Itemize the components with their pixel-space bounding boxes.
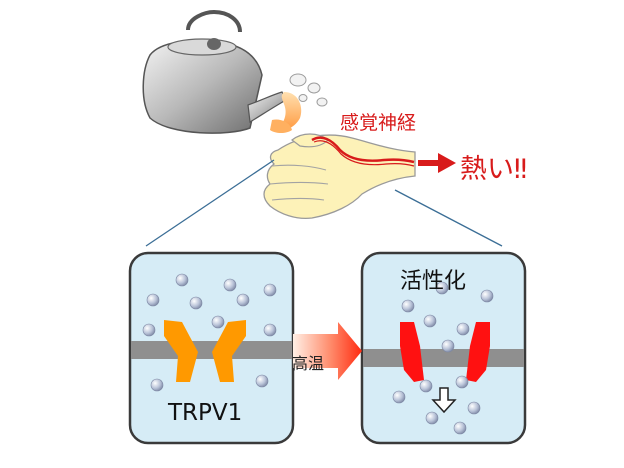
ion-particle-icon xyxy=(423,314,437,328)
ion-particle-icon xyxy=(263,323,277,337)
ion-particle-icon xyxy=(425,411,439,425)
ion-particle-icon xyxy=(236,293,250,307)
ion-particle-icon xyxy=(392,390,406,404)
ion-particle-icon xyxy=(263,283,277,297)
sensory-nerve-line xyxy=(311,136,415,164)
steam-icon xyxy=(289,73,328,107)
heat-arrow xyxy=(293,322,362,380)
ion-particle-icon xyxy=(456,322,470,336)
hot-water-icon xyxy=(270,92,302,133)
cell-panel-closed xyxy=(128,251,295,445)
hot-label: 熱い‼ xyxy=(460,154,528,185)
membrane xyxy=(363,349,524,367)
ion-particle-icon xyxy=(150,378,164,392)
ion-particle-icon xyxy=(419,379,433,393)
sensory-nerve-label: 感覚神経 xyxy=(340,112,417,134)
zoom-line-right xyxy=(394,189,503,247)
ion-particle-icon xyxy=(435,281,449,295)
ion-particle-icon xyxy=(455,375,469,389)
ion-particle-icon xyxy=(146,293,160,307)
ion-particle-icon xyxy=(480,289,494,303)
ion-particle-icon xyxy=(441,339,455,353)
trpv1-channel-closed xyxy=(164,320,246,382)
ion-particle-icon xyxy=(467,401,481,415)
ion-particle-icon xyxy=(211,315,225,329)
ion-particle-icon xyxy=(175,273,189,287)
membrane xyxy=(131,341,292,359)
ion-particle-icon xyxy=(401,299,415,313)
ion-particle-icon xyxy=(189,296,203,310)
hand-icon xyxy=(263,133,416,220)
ion-particle-icon xyxy=(223,278,237,292)
right-arrow-icon xyxy=(418,153,456,173)
ion-particle-icon xyxy=(142,323,156,337)
zoom-line-left xyxy=(145,159,275,247)
ion-particle-icon xyxy=(255,374,269,388)
down-arrow-icon xyxy=(431,387,457,414)
sensory-nerve-line-inner xyxy=(313,140,415,167)
ion-particle-icon xyxy=(453,421,467,435)
trpv1-label: TRPV1 xyxy=(168,400,243,426)
kettle-icon xyxy=(142,9,287,134)
ion-particles xyxy=(142,273,494,435)
activation-label: 活性化 xyxy=(400,269,467,294)
trpv1-channel-open xyxy=(400,322,490,382)
high-temperature-label: 高温 xyxy=(292,354,325,373)
